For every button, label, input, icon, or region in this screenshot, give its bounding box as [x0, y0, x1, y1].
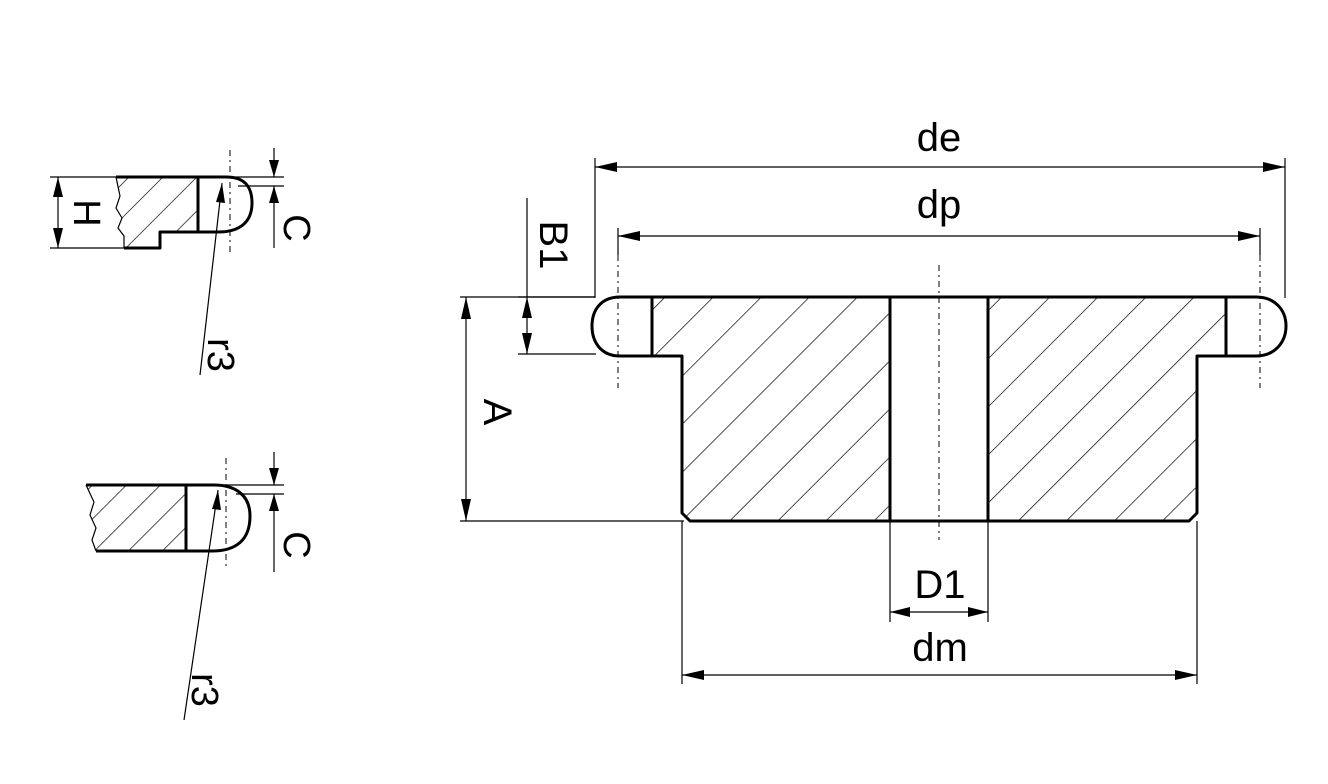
left-hatched-body — [652, 297, 890, 521]
leader-r3-bottom: r3 — [183, 489, 225, 721]
main-outline — [590, 295, 1288, 523]
label-r3-top: r3 — [199, 338, 241, 372]
dimension-dp: dp — [617, 183, 1261, 255]
label-H: H — [65, 199, 107, 226]
label-D1: D1 — [914, 563, 965, 607]
label-A: A — [475, 399, 519, 426]
right-hatched-body — [988, 297, 1226, 521]
dimension-A: A — [460, 296, 684, 522]
label-B1: B1 — [531, 221, 575, 270]
label-dp: dp — [917, 183, 962, 227]
label-C-top: C — [275, 214, 317, 241]
detail-top-outline — [116, 175, 254, 250]
dimension-D1: D1 — [889, 521, 989, 622]
label-de: de — [917, 116, 962, 160]
detail-top-hatch — [116, 177, 198, 248]
detail-bottom-view: C r3 — [85, 452, 317, 721]
detail-top-view: H C r3 — [50, 148, 317, 376]
label-dm: dm — [912, 626, 968, 670]
detail-bottom-break-line — [85, 484, 97, 552]
label-C-bottom: C — [275, 531, 317, 558]
label-r3-bottom: r3 — [183, 673, 225, 707]
dimension-C-bottom: C — [214, 452, 317, 572]
dimension-C-top: C — [226, 148, 317, 248]
detail-top-break-line — [115, 176, 125, 248]
main-section-view: de dp B1 A — [460, 116, 1288, 684]
detail-bottom-outline — [86, 483, 252, 553]
dimension-de: de — [594, 116, 1286, 298]
dimension-dm: dm — [681, 521, 1198, 684]
dimension-H: H — [50, 176, 124, 249]
dimension-B1: B1 — [518, 198, 596, 355]
leader-r3-top: r3 — [199, 182, 241, 376]
detail-bottom-hatch — [86, 485, 186, 551]
